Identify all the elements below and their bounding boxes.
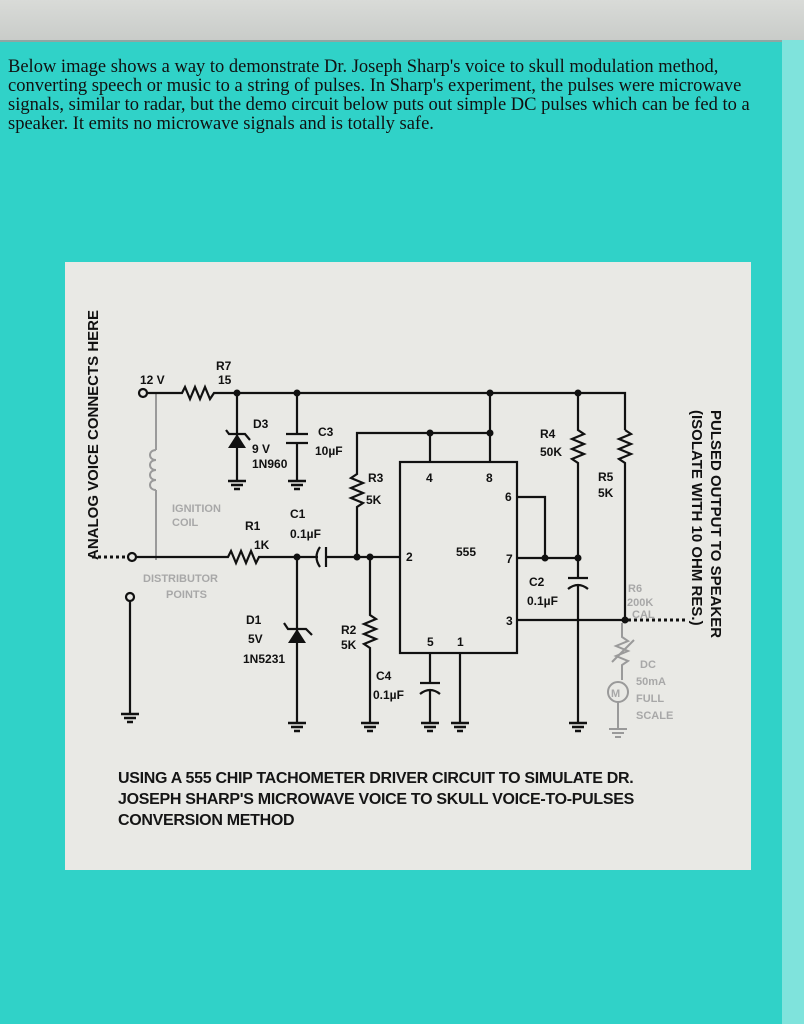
pin-8-label: 8 — [486, 471, 493, 485]
c3-value: 10µF — [315, 444, 343, 458]
r7-value: 15 — [218, 373, 232, 387]
ignition-coil — [149, 393, 157, 560]
ignition-label: IGNITION — [172, 503, 221, 515]
r5-value: 5K — [598, 486, 614, 500]
meter-full: FULL — [636, 693, 664, 705]
pin-7-label: 7 — [506, 552, 513, 566]
r4-resistor — [569, 393, 587, 578]
supply-label: 12 V — [140, 373, 165, 387]
d1-label: D1 — [246, 613, 262, 627]
r1-resistor — [136, 548, 314, 566]
d1-zener-diode — [283, 557, 313, 733]
r1-label: R1 — [245, 519, 261, 533]
pin-3-label: 3 — [506, 614, 513, 628]
pin-4-label: 4 — [426, 471, 433, 485]
circuit-diagram-panel — [65, 262, 751, 870]
intro-paragraph: Below image shows a way to demonstrate D… — [8, 57, 750, 134]
pin-6-label: 6 — [505, 490, 512, 504]
points-label: POINTS — [166, 589, 207, 601]
c4-capacitor — [419, 653, 441, 733]
pin-1-label: 1 — [457, 635, 464, 649]
r2-label: R2 — [341, 623, 357, 637]
d3-voltage: 9 V — [252, 442, 270, 456]
r7-resistor — [147, 384, 627, 430]
r6-value: 200K — [627, 597, 653, 609]
r6-label: R6 — [628, 583, 642, 595]
r5-label: R5 — [598, 470, 614, 484]
c1-value: 0.1µF — [290, 527, 321, 541]
c1-capacitor — [314, 546, 400, 568]
r5-resistor — [616, 429, 634, 620]
browser-top-bar — [0, 0, 804, 40]
r4-value: 50K — [540, 445, 562, 459]
coil-label: COIL — [172, 517, 199, 529]
page-edge — [782, 40, 804, 1024]
r3-label: R3 — [368, 471, 384, 485]
pin-2-label: 2 — [406, 550, 413, 564]
c3-capacitor — [286, 393, 308, 491]
c4-value: 0.1µF — [373, 688, 404, 702]
r2-value: 5K — [341, 638, 357, 652]
r7-label: R7 — [216, 359, 232, 373]
r3-resistor — [348, 431, 490, 557]
c2-value: 0.1µF — [527, 594, 558, 608]
pin-5-label: 5 — [427, 635, 434, 649]
meter-dc: DC — [640, 659, 656, 671]
r1-value: 1K — [254, 538, 270, 552]
pulsed-output-label: PULSED OUTPUT TO SPEAKER — [707, 410, 724, 638]
meter-range: 50mA — [636, 676, 666, 688]
c1-label: C1 — [290, 507, 306, 521]
voice-input-terminal[interactable] — [126, 551, 138, 563]
chip-label: 555 — [456, 545, 476, 559]
isolate-label: (ISOLATE WITH 10 OHM RES.) — [688, 410, 705, 626]
divider — [0, 40, 804, 42]
r2-resistor — [361, 557, 379, 722]
analog-voice-label: ANALOG VOICE CONNECTS HERE — [85, 310, 102, 560]
c3-label: C3 — [318, 425, 334, 439]
distributor-terminal — [124, 591, 136, 603]
d1-part: 1N5231 — [243, 652, 285, 666]
r4-label: R4 — [540, 427, 556, 441]
distributor-label: DISTRIBUTOR — [143, 573, 218, 585]
d3-part: 1N960 — [252, 457, 288, 471]
c2-label: C2 — [529, 575, 545, 589]
supply-terminal — [137, 387, 149, 399]
d3-zener-diode — [225, 393, 251, 491]
meter-scale: SCALE — [636, 710, 673, 722]
r6-calibration-pot — [611, 623, 635, 680]
c2-capacitor — [567, 576, 589, 733]
d3-label: D3 — [253, 417, 269, 431]
d1-voltage: 5V — [248, 632, 263, 646]
diagram-caption: USING A 555 CHIP TACHOMETER DRIVER CIRCU… — [118, 770, 634, 829]
r3-value: 5K — [366, 493, 382, 507]
meter-symbol: M — [611, 688, 620, 700]
c4-label: C4 — [376, 669, 392, 683]
r6-cal: CAL — [632, 609, 655, 621]
